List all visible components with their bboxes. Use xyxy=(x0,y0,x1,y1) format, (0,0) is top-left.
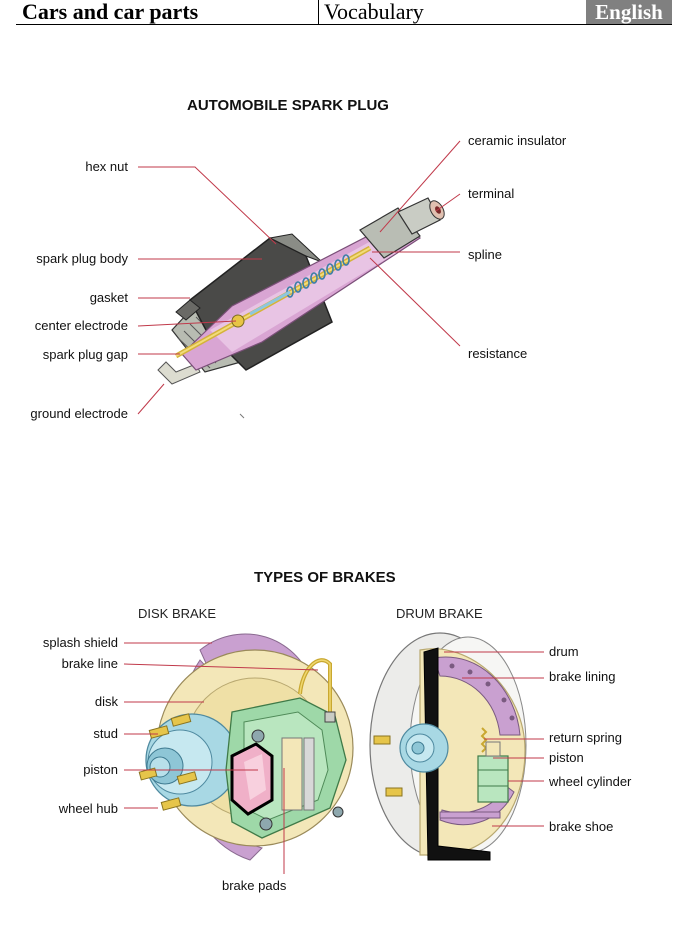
label-brake-shoe: brake shoe xyxy=(549,819,614,834)
label-brake-lining: brake lining xyxy=(549,669,616,684)
label-drum: drum xyxy=(549,644,579,659)
brakes-title: TYPES OF BRAKES xyxy=(254,569,396,586)
header-divider xyxy=(318,0,319,24)
section-title: Vocabulary xyxy=(324,0,424,24)
drum-brake-leader-lines xyxy=(444,651,544,827)
label-ceramic-insulator: ceramic insulator xyxy=(468,133,567,148)
label-return-spring: return spring xyxy=(549,730,622,745)
label-spline: spline xyxy=(468,247,502,262)
label-stud: stud xyxy=(93,726,118,741)
label-brake-pads: brake pads xyxy=(222,878,287,893)
spark-plug-leader-lines xyxy=(137,140,461,415)
disk-brake-illustration xyxy=(138,633,354,861)
label-resistance: resistance xyxy=(468,346,528,361)
disk-brake-subtitle: DISK BRAKE xyxy=(138,606,217,621)
label-disk-piston: piston xyxy=(83,762,118,777)
label-brake-line: brake line xyxy=(61,656,118,671)
label-disk: disk xyxy=(94,694,118,709)
language-badge: English xyxy=(586,0,672,24)
label-splash-shield: splash shield xyxy=(42,635,118,650)
drum-brake-illustration xyxy=(369,632,527,861)
label-terminal: terminal xyxy=(468,186,515,201)
label-hex-nut: hex nut xyxy=(85,159,128,174)
label-spark-plug-gap: spark plug gap xyxy=(42,347,128,362)
label-spark-plug-body: spark plug body xyxy=(36,251,128,266)
spark-plug-illustration xyxy=(157,197,445,419)
label-gasket: gasket xyxy=(89,290,128,305)
label-ground-electrode: ground electrode xyxy=(30,406,128,421)
topic-title: Cars and car parts xyxy=(22,0,199,24)
label-center-electrode: center electrode xyxy=(34,318,128,333)
label-wheel-hub: wheel hub xyxy=(58,801,118,816)
drum-brake-subtitle: DRUM BRAKE xyxy=(396,606,483,621)
page-header: Cars and car parts Vocabulary English xyxy=(16,0,672,25)
disk-brake-leader-lines xyxy=(123,642,319,874)
label-drum-piston: piston xyxy=(549,750,584,765)
label-wheel-cylinder: wheel cylinder xyxy=(549,774,632,789)
spark-plug-title: AUTOMOBILE SPARK PLUG xyxy=(187,97,389,114)
